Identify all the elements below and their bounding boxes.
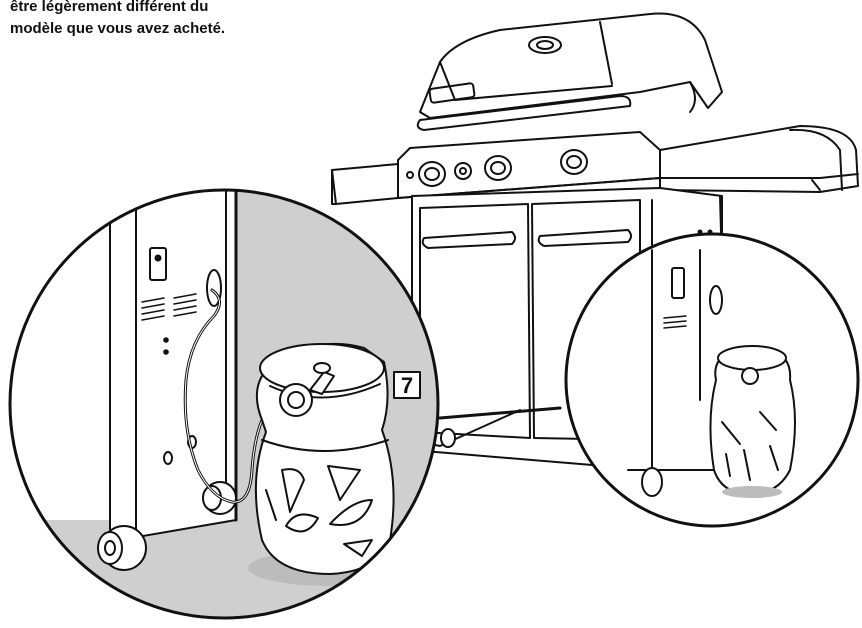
step-number-badge: 7: [393, 371, 421, 399]
rear-caster-icon: [440, 428, 456, 448]
lid-handle: [416, 95, 632, 131]
left-detail-view: [8, 188, 440, 620]
right-side-table: [659, 125, 859, 193]
hook-icon: [671, 267, 685, 299]
knob-3-icon: [560, 149, 588, 175]
knob-2-icon: [484, 155, 512, 181]
knob-1-icon: [418, 161, 446, 187]
caption-line-2: modèle que vous avez acheté.: [10, 20, 226, 37]
caster-icon: [641, 467, 663, 497]
step-number: 7: [401, 373, 413, 398]
regulator-icon: [279, 383, 313, 417]
lid-thermometer-plate: [428, 82, 476, 104]
left-door-handle: [421, 231, 516, 249]
propane-tank-icon: [248, 342, 412, 586]
lid-thermometer-icon: [528, 36, 562, 54]
hose-port-icon: [709, 285, 723, 315]
caption-line-1: être légèrement différent du: [10, 0, 209, 15]
vent-slots: [141, 293, 197, 321]
wheel-icon: [97, 525, 147, 571]
wall-hook-icon: [149, 247, 167, 281]
left-side-table: [331, 163, 399, 205]
right-door-handle: [537, 229, 632, 247]
small-tank-icon: [709, 345, 796, 498]
valve-icon: [313, 362, 331, 374]
grill-lid: [419, 12, 723, 119]
right-detail-view: [564, 232, 860, 528]
caption: être légèrement différent du modèle que …: [10, 0, 225, 40]
igniter-icon: [454, 162, 472, 180]
